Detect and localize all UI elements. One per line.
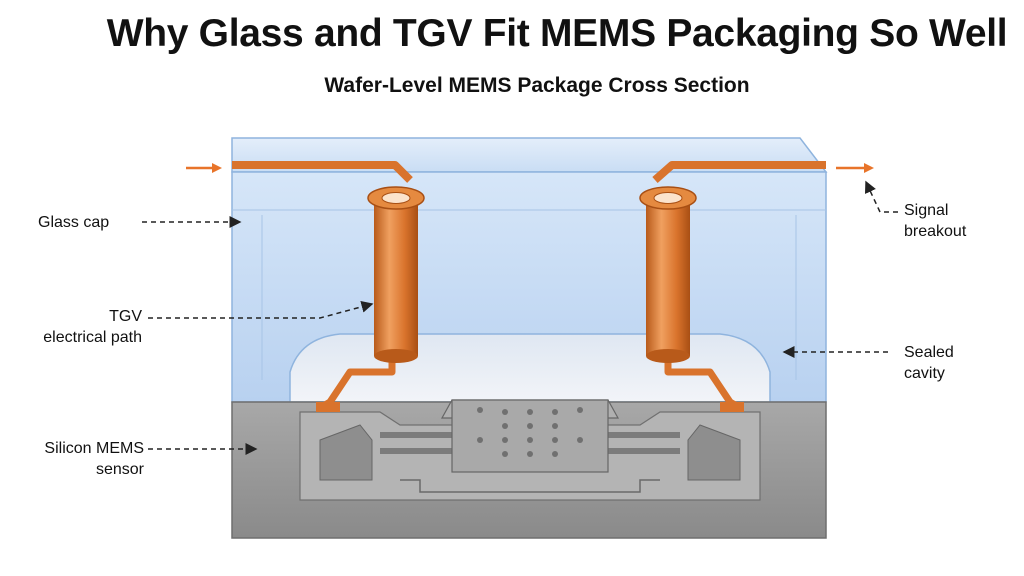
diagram-subtitle: Wafer-Level MEMS Package Cross Section xyxy=(324,74,750,97)
label-glass-cap: Glass cap xyxy=(38,214,110,231)
top-trace-left xyxy=(232,161,413,183)
label-sealed-cavity: Sealed cavity xyxy=(904,344,954,382)
top-trace-right xyxy=(652,161,826,183)
leader-signal xyxy=(865,180,898,213)
signal-out-arrow xyxy=(836,163,874,173)
signal-in-arrow xyxy=(186,163,222,173)
tgv-right xyxy=(639,186,697,363)
leader-tgv xyxy=(148,300,374,319)
tgv-left xyxy=(367,186,425,363)
proof-mass-holes xyxy=(477,407,583,457)
label-signal-breakout: Signal breakout xyxy=(904,202,967,240)
sealed-cavity xyxy=(289,333,771,403)
label-silicon-mems: Silicon MEMS sensor xyxy=(44,440,144,478)
label-tgv: TGV electrical path xyxy=(43,308,142,346)
page-title: Why Glass and TGV Fit MEMS Packaging So … xyxy=(106,12,1008,55)
